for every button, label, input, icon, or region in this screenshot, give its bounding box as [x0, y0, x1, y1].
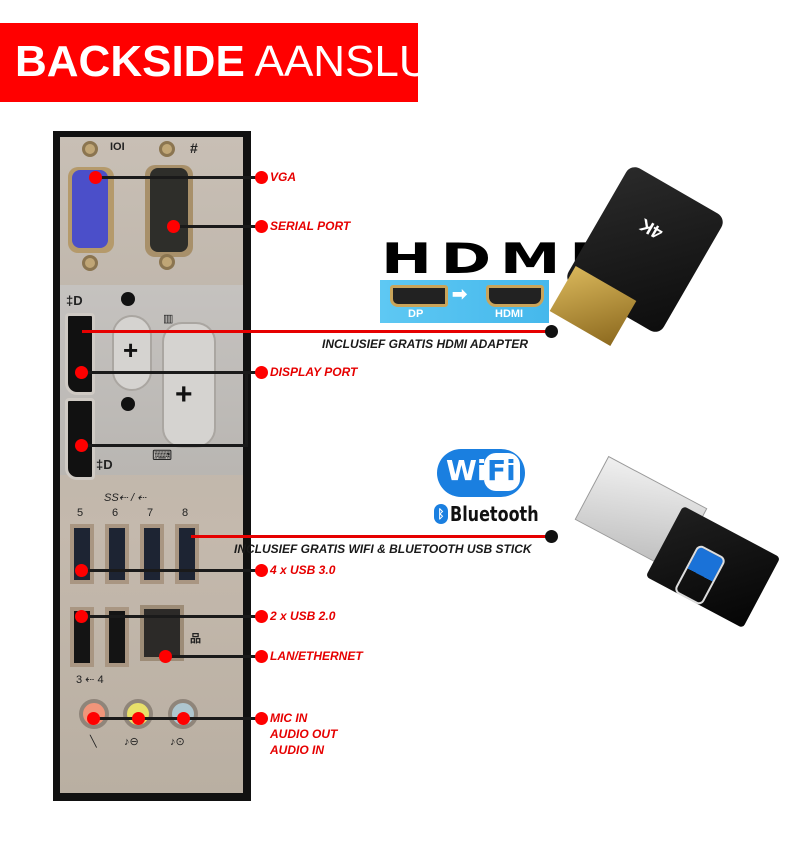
serial-symbol-icon: # [190, 140, 198, 156]
usb2-label-dot [255, 610, 268, 623]
usb3-label: 4 x USB 3.0 [270, 563, 336, 577]
vga-symbol-icon: IOI [110, 141, 125, 153]
audio-in-dot [177, 712, 190, 725]
audio-label-dot [255, 712, 268, 725]
mount-hole-icon [121, 292, 135, 306]
dp-bracket-line [245, 371, 248, 447]
display-port-label: DISPLAY PORT [270, 365, 358, 379]
hdmi-port-icon [486, 285, 544, 307]
vga-leader-line [96, 176, 260, 179]
hdmi-adapter-leader-line [82, 330, 552, 333]
usb3-port-6 [105, 524, 129, 584]
hdmi-adapter-label: INCLUSIEF GRATIS HDMI ADAPTER [322, 337, 528, 351]
wifi-logo-fi: Fi [487, 454, 516, 487]
vga-label-dot [255, 171, 268, 184]
plus-icon: + [123, 335, 139, 365]
display-port-1 [65, 313, 95, 395]
serial-screw-top-icon [159, 141, 175, 157]
mic-in-label: MIC IN [270, 711, 308, 725]
dp-leader-line-top [82, 371, 260, 374]
usb2-label-icon: 3 ⇠ 4 [76, 674, 104, 686]
bluetooth-icon: ᛒ [434, 504, 448, 524]
dp-dot-2 [75, 439, 88, 452]
usb3-header-icon: SS⇠ / ⇠ [104, 492, 147, 504]
lan-leader-line [165, 655, 260, 658]
usb3-port-5 [70, 524, 94, 584]
vga-port [72, 170, 108, 248]
hdmi-adapter-dot [545, 325, 558, 338]
lan-port [140, 605, 184, 661]
dp-dot-1 [75, 366, 88, 379]
printer-port-icon: ▥ [163, 313, 174, 325]
usb3-label-dot [255, 564, 268, 577]
arrow-right-icon: ➡ [452, 284, 468, 304]
serial-port [150, 168, 188, 252]
usb3-dot [75, 564, 88, 577]
serial-label-dot [255, 220, 268, 233]
audio-out-icon: ♪⊖ [124, 736, 139, 748]
mount-hole-icon [121, 397, 135, 411]
lan-symbol-icon: 品 [190, 633, 201, 645]
wifi-logo-wi: Wi [446, 454, 487, 487]
hdmi-logo: HDMI [381, 234, 601, 283]
title-bold: BACKSIDE [15, 37, 245, 86]
bluetooth-logo-text: Bluetooth [450, 502, 539, 526]
wifi-logo-fi-box [484, 453, 520, 491]
mic-dot [87, 712, 100, 725]
audio-out-label: AUDIO OUT [270, 727, 338, 741]
knockout-large [162, 322, 216, 448]
audio-out-dot [132, 712, 145, 725]
dp-port-icon [390, 285, 448, 307]
title-banner [0, 23, 418, 102]
audio-in-label: AUDIO IN [270, 743, 324, 757]
usb-port-number: 7 [147, 507, 154, 519]
usb-port-number: 8 [182, 507, 189, 519]
usb2-dot [75, 610, 88, 623]
usb3-port-7 [140, 524, 164, 584]
usb3-port-8 [175, 524, 199, 584]
usb2-leader-line [81, 615, 260, 618]
usb-port-number: 6 [112, 507, 119, 519]
vga-label: VGA [270, 170, 297, 184]
usb-port-number: 5 [77, 507, 84, 519]
vga-screw-top-icon [82, 141, 98, 157]
usb2-label: 2 x USB 2.0 [270, 609, 336, 623]
microphone-icon: ╲ [90, 736, 97, 748]
dp-symbol-top-icon: ‡D [66, 293, 83, 308]
audio-leader-line [93, 717, 260, 720]
knockout-small [112, 315, 152, 391]
serial-leader-line [173, 225, 260, 228]
dp-symbol-bottom-icon: ‡D [96, 457, 113, 472]
mic-in-jack [79, 699, 109, 729]
serial-dot [167, 220, 180, 233]
lan-label: LAN/ETHERNET [270, 649, 363, 663]
audio-in-icon: ♪⊙ [170, 736, 185, 748]
lan-dot [159, 650, 172, 663]
dp-label-dot [255, 366, 268, 379]
plus-icon: + [175, 378, 193, 411]
usb3-leader-line [81, 569, 260, 572]
keyboard-icon: ⌨ [152, 447, 173, 463]
title-light: AANSLUITINGEN [254, 37, 610, 86]
lan-label-dot [255, 650, 268, 663]
serial-label: SERIAL PORT [270, 219, 351, 233]
wifi-stick-dot [545, 530, 558, 543]
hdmi-strip-label: HDMI [495, 308, 524, 320]
dp-leader-line-bottom [82, 444, 248, 447]
vga-screw-bottom-icon [82, 255, 98, 271]
wifi-stick-leader-line [191, 535, 551, 538]
vga-dot [89, 171, 102, 184]
page-title: BACKSIDE AANSLUITINGEN [15, 34, 609, 90]
wifi-stick-label: INCLUSIEF GRATIS WIFI & BLUETOOTH USB ST… [234, 542, 532, 556]
serial-screw-bottom-icon [159, 254, 175, 270]
dp-strip-label: DP [408, 308, 424, 320]
display-port-2 [65, 398, 95, 480]
